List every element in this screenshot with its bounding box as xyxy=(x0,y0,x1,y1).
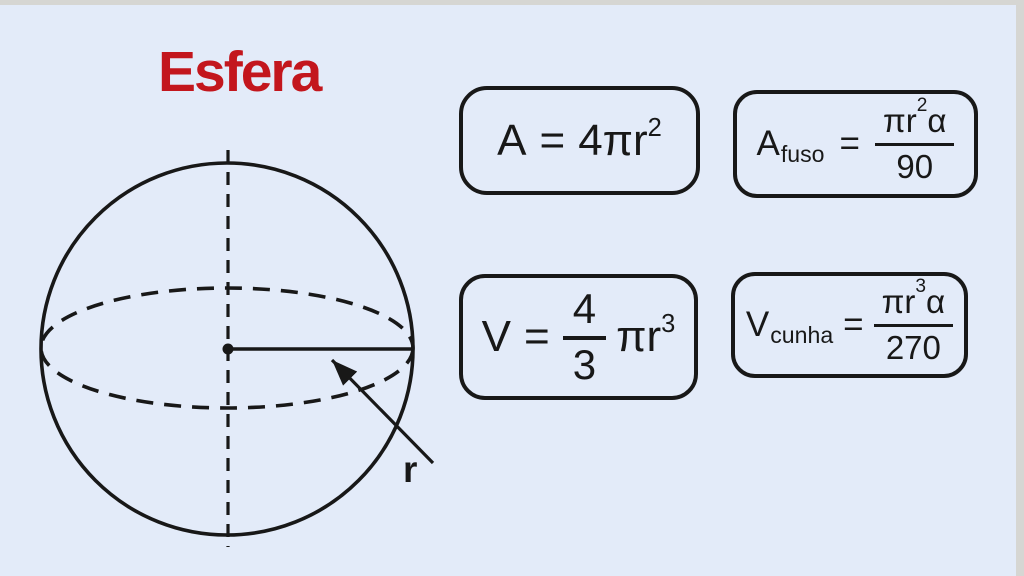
fraction-denominator: 3 xyxy=(572,340,597,388)
equals-sign: = xyxy=(843,305,864,344)
fraction-numerator: πr3α xyxy=(873,277,954,327)
equals-sign: = xyxy=(539,115,566,165)
fraction: πr3α 270 xyxy=(873,277,954,366)
numerator-exponent: 3 xyxy=(915,275,927,297)
numerator-tail: α xyxy=(926,283,946,321)
top-border-strip xyxy=(0,0,1024,5)
formula-card-volume: V = 4 3 πr 3 xyxy=(459,274,698,400)
fraction: 4 3 xyxy=(562,287,607,388)
formula-card-surface-area: A = 4πr 2 xyxy=(459,86,700,195)
equals-sign: = xyxy=(839,124,860,163)
numerator-head: πr xyxy=(882,102,917,140)
fraction-denominator: 90 xyxy=(896,147,934,185)
numerator-head: πr xyxy=(881,283,916,321)
fraction-denominator: 270 xyxy=(885,328,941,366)
formula-lhs: A xyxy=(756,124,780,163)
right-border-strip xyxy=(1016,0,1024,576)
formula-lhs: A xyxy=(497,115,527,165)
fraction-numerator: πr2α xyxy=(874,96,955,146)
radius-label: r xyxy=(403,449,418,490)
formula-lhs: V xyxy=(745,305,770,344)
fraction: πr2α 90 xyxy=(874,96,955,185)
page-title: Esfera xyxy=(158,40,322,104)
equals-sign: = xyxy=(524,312,550,361)
formula-body: 4πr xyxy=(578,115,648,165)
radius-arrow xyxy=(330,358,435,465)
numerator-tail: α xyxy=(927,102,947,140)
equator-ellipse xyxy=(39,286,415,410)
numerator-exponent: 2 xyxy=(916,94,928,116)
formula-body: πr xyxy=(616,312,662,361)
formula-card-fuso-area: A fuso = πr2α 90 xyxy=(733,90,978,198)
formula-lhs: V xyxy=(481,312,512,361)
fraction-numerator: 4 xyxy=(562,287,607,340)
formula-card-cunha-volume: V cunha = πr3α 270 xyxy=(731,272,968,378)
